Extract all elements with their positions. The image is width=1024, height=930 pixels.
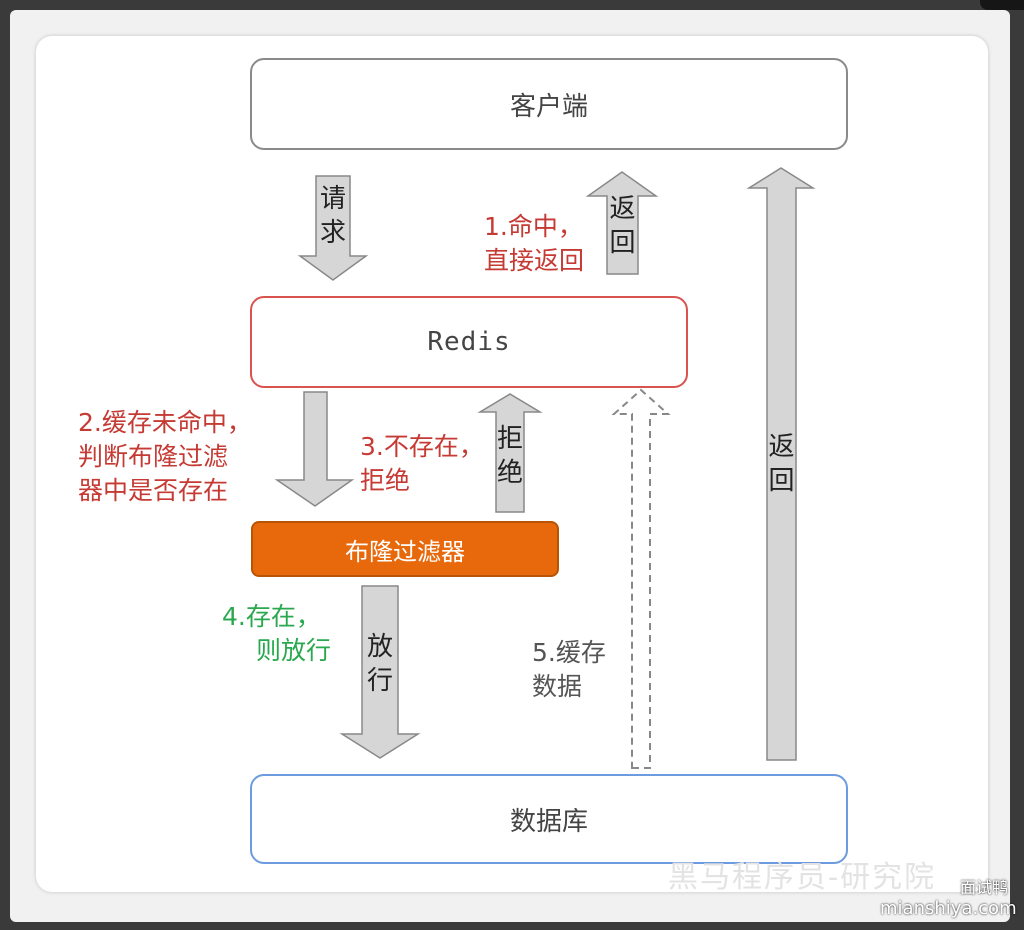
client-box: 客户端 — [250, 58, 848, 150]
note-hit-line-2: 直接返回 — [484, 246, 585, 275]
reject-char-1: 拒 — [496, 424, 523, 454]
client-label: 客户端 — [509, 91, 588, 122]
request-char-2: 求 — [319, 218, 346, 248]
note-cache: 5.缓存 数据 — [532, 636, 606, 704]
allow-arrow — [339, 585, 421, 759]
return-right-char-1: 返 — [768, 432, 795, 462]
org-watermark: 黑马程序员-研究院 — [668, 860, 937, 895]
return-right-char-2: 回 — [768, 466, 795, 496]
allow-arrow-label: 放 行 — [362, 630, 398, 698]
allow-char-2: 行 — [366, 666, 393, 696]
note-exist-line-2: 则放行 — [256, 636, 332, 665]
request-arrow — [297, 175, 369, 281]
database-label: 数据库 — [509, 806, 588, 837]
note-miss-line-2: 判断布隆过滤 — [78, 442, 229, 471]
return-arrow-top — [585, 171, 659, 275]
redis-box: Redis — [250, 296, 688, 388]
note-not-exist-line-2: 拒绝 — [360, 466, 411, 495]
note-miss-line-3: 器中是否存在 — [78, 476, 229, 505]
return-arrow-right — [746, 167, 816, 761]
bloom-filter-label: 布隆过滤器 — [345, 537, 465, 566]
redis-label: Redis — [427, 327, 511, 357]
note-exist: 4.存在， 则放行 — [222, 600, 331, 668]
reject-arrow — [477, 393, 543, 513]
return-top-char-1: 返 — [609, 194, 636, 224]
window-corner — [980, 0, 1024, 10]
database-box: 数据库 — [250, 774, 848, 864]
note-hit-line-1: 1.命中， — [484, 212, 583, 241]
note-miss-line-1: 2.缓存未命中， — [78, 408, 252, 437]
request-arrow-label: 请 求 — [316, 182, 350, 250]
bloom-filter-box: 布隆过滤器 — [251, 521, 559, 577]
allow-char-1: 放 — [366, 632, 393, 662]
brand-watermark: 面试鸭 — [960, 878, 1009, 897]
note-cache-line-1: 5.缓存 — [532, 638, 606, 667]
return-right-arrow-label: 返 回 — [767, 430, 796, 498]
return-top-char-2: 回 — [609, 228, 636, 258]
reject-char-2: 绝 — [496, 458, 523, 488]
request-char-1: 请 — [319, 184, 346, 214]
reject-arrow-label: 拒 绝 — [496, 422, 524, 490]
cache-arrow — [611, 388, 671, 769]
note-miss: 2.缓存未命中， 判断布隆过滤 器中是否存在 — [78, 406, 252, 508]
note-exist-line-1: 4.存在， — [222, 602, 321, 631]
note-not-exist-line-1: 3.不存在， — [360, 432, 484, 461]
site-watermark: mianshiya.com — [880, 898, 1017, 919]
return-top-arrow-label: 返 回 — [607, 192, 638, 260]
note-hit: 1.命中， 直接返回 — [484, 210, 584, 278]
note-cache-line-2: 数据 — [532, 672, 583, 701]
note-not-exist: 3.不存在， 拒绝 — [360, 430, 484, 498]
miss-arrow — [274, 391, 355, 507]
